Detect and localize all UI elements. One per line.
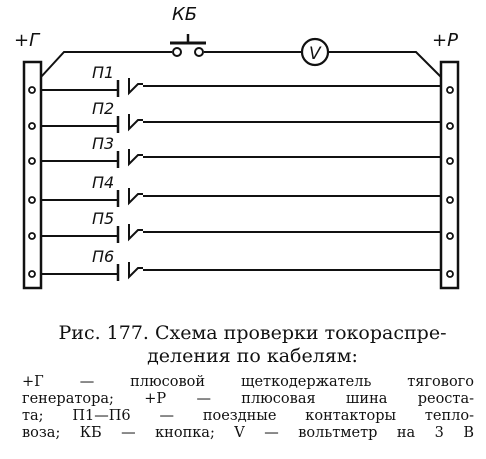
right-terminal xyxy=(446,157,454,165)
cable-row: П5 xyxy=(28,209,454,243)
moving-contact xyxy=(128,114,143,132)
measurement-circuit xyxy=(40,51,442,78)
cable-row: П4 xyxy=(28,173,454,207)
cable-row: П2 xyxy=(28,99,454,133)
moving-contact xyxy=(128,262,143,280)
generator-brush-label: +Г xyxy=(14,30,41,51)
caption-body-line-1: +Г — плюсовой щеткодержатель тягового xyxy=(22,374,474,390)
right-terminal xyxy=(446,270,454,278)
left-terminal xyxy=(28,122,36,130)
moving-contact xyxy=(128,224,143,242)
caption-body: +Г — плюсовой щеткодержатель тягового ге… xyxy=(22,374,474,442)
moving-contact xyxy=(128,78,143,96)
cable-row: П6 xyxy=(28,247,454,281)
caption-title-line-2: деления по кабелям: xyxy=(147,345,358,367)
left-terminal xyxy=(28,86,36,94)
rheostat-bus-label: +Р xyxy=(432,30,458,51)
voltmeter: V xyxy=(300,37,330,67)
caption-body-line-2: генератора; +Р — плюсовая шина реоста- xyxy=(22,391,474,407)
caption-title: Рис. 177. Схема проверки токораспре- дел… xyxy=(30,322,475,368)
right-terminal xyxy=(446,122,454,130)
left-terminal xyxy=(28,157,36,165)
moving-contact xyxy=(128,149,143,167)
button-label: КБ xyxy=(172,4,197,25)
contactor-label: П2 xyxy=(92,99,114,118)
right-terminal xyxy=(446,86,454,94)
right-terminal xyxy=(446,232,454,240)
cable-row: П1 xyxy=(28,63,454,97)
cable-row: П3 xyxy=(28,134,454,168)
right-terminal xyxy=(446,196,454,204)
contactor-label: П4 xyxy=(92,173,114,192)
caption-body-line-4: воза; КБ — кнопка; V — вольтметр на 3 В xyxy=(22,425,474,441)
generator-brush-holder-bar xyxy=(22,60,43,290)
contactor-label: П1 xyxy=(92,63,114,82)
left-terminal xyxy=(28,270,36,278)
left-terminal xyxy=(28,232,36,240)
rheostat-bus-bar xyxy=(439,60,460,290)
caption-title-line-1: Рис. 177. Схема проверки токораспре- xyxy=(58,322,447,344)
caption-body-line-3: та; П1—П6 — поездные контакторы тепло- xyxy=(22,408,474,424)
button-kb: КБ xyxy=(170,4,206,57)
contactor-label: П6 xyxy=(92,247,114,266)
contactor-label: П5 xyxy=(92,209,114,228)
contactor-label: П3 xyxy=(92,134,114,153)
moving-contact xyxy=(128,188,143,206)
left-terminal xyxy=(28,196,36,204)
voltmeter-label: V xyxy=(309,44,322,64)
